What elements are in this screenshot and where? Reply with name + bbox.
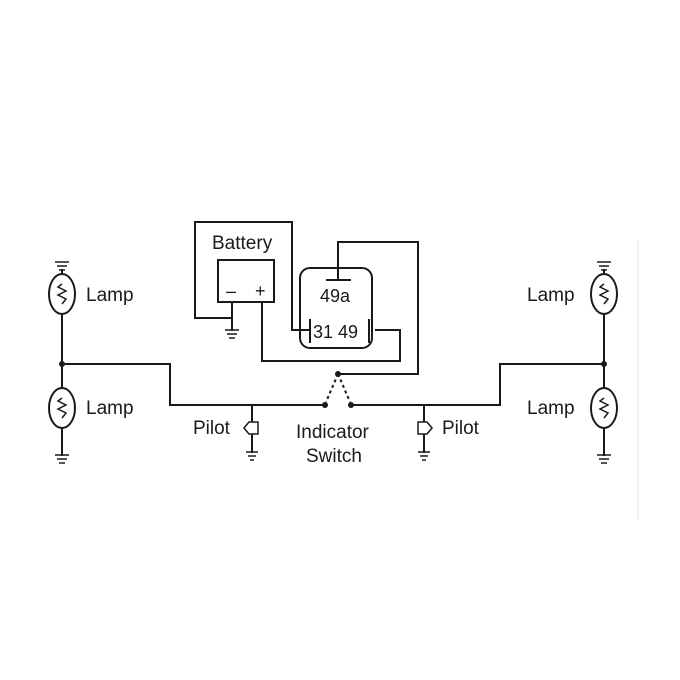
relay-31-49-label: 31 49: [313, 322, 358, 342]
left-feed-wire: [61, 363, 326, 406]
switch-arm-left: [325, 373, 339, 403]
lamp-bulb-icon: [590, 273, 618, 315]
ground-pilot-right-icon: [418, 451, 430, 461]
right-junction-dot: [601, 361, 607, 367]
lamp-top-right-label: Lamp: [527, 285, 575, 306]
lamp-filament-icon: [56, 397, 68, 419]
pilot-right-arrow-icon: [417, 421, 433, 435]
lamp-filament-icon: [598, 397, 610, 419]
battery-plus-label: +: [255, 281, 266, 301]
battery-label: Battery: [212, 233, 273, 254]
lamp-bulb-icon: [48, 273, 76, 315]
lamp-bottom-left-label: Lamp: [86, 398, 134, 419]
lamp-bulb-icon: [48, 387, 76, 429]
pilot-left: Pilot: [193, 404, 259, 453]
ground-pilot-left-icon: [246, 451, 258, 461]
battery-wire-loop: [194, 221, 309, 331]
left-junction-dot: [59, 361, 65, 367]
lamp-bulb-icon: [590, 387, 618, 429]
switch-arm-right: [337, 373, 351, 403]
relay-49a-label: 49a: [320, 286, 351, 306]
ground-top-right-icon: [597, 261, 611, 271]
relay-body: [299, 267, 373, 349]
pilot-right-label: Pilot: [442, 418, 480, 439]
lamp-top-right: Lamp: [527, 273, 618, 315]
relay-49a-wire: [337, 241, 419, 375]
battery-minus-label: –: [226, 281, 236, 301]
battery-ground-icon: [225, 329, 239, 339]
lamp-bottom-right: Lamp: [527, 387, 618, 429]
switch-label-line2: Switch: [306, 446, 362, 467]
ground-top-left-icon: [55, 261, 69, 271]
lamp-top-left: Lamp: [48, 273, 134, 315]
switch-label-line1: Indicator: [296, 422, 370, 443]
pilot-left-label: Pilot: [193, 418, 231, 439]
ground-bottom-left-icon: [55, 454, 69, 464]
battery-pos-wire: [261, 301, 401, 362]
flasher-relay: 49a 31 49: [299, 244, 373, 349]
ground-bottom-right-icon: [597, 454, 611, 464]
indicator-switch: Indicator Switch: [296, 371, 370, 467]
lamp-bottom-left: Lamp: [48, 387, 134, 429]
battery: Battery – +: [212, 233, 275, 303]
pilot-right: Pilot: [417, 404, 480, 453]
lamp-filament-icon: [598, 283, 610, 305]
pilot-left-arrow-icon: [243, 421, 259, 435]
right-feed-wire: [350, 363, 605, 406]
lamp-filament-icon: [56, 283, 68, 305]
lamp-top-left-label: Lamp: [86, 285, 134, 306]
battery-body: [217, 259, 275, 303]
lamp-bottom-right-label: Lamp: [527, 398, 575, 419]
